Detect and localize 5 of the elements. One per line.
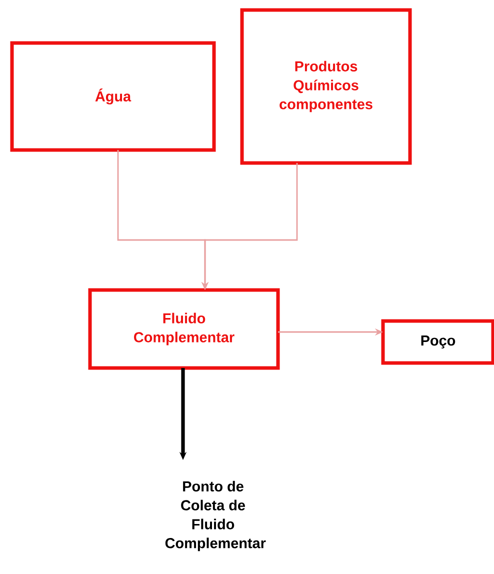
process-box: Produtos Químicos componentes: [240, 8, 412, 165]
process-box: Fluido Complementar: [88, 288, 280, 370]
process-box: Água: [10, 41, 216, 152]
process-box: Poço: [381, 319, 494, 365]
text-label: Ponto de Coleta de Fluido Complementar: [165, 480, 266, 552]
